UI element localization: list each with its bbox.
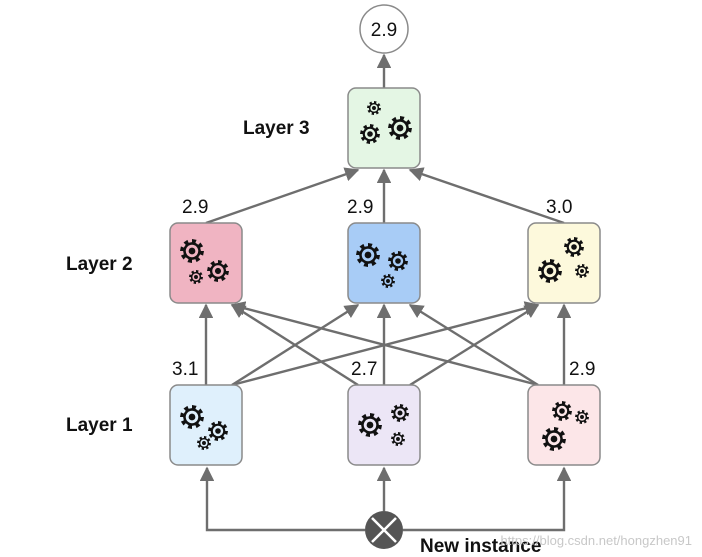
node-l2b (347, 222, 421, 304)
l2c-value: 3.0 (546, 197, 572, 218)
gears-icon (538, 237, 589, 283)
node-l2c (527, 222, 601, 304)
l1a-value: 3.1 (172, 359, 198, 380)
nodes (169, 87, 601, 466)
node-box (347, 87, 421, 169)
gears-icon (542, 401, 589, 451)
layer-1-label: Layer 1 (66, 415, 133, 436)
layer-3-label: Layer 3 (243, 118, 310, 139)
node-l1c (527, 384, 601, 466)
node-box (169, 222, 243, 304)
node-box (527, 384, 601, 466)
gears-icon (180, 239, 229, 284)
output-value: 2.9 (371, 20, 397, 41)
connections (198, 53, 572, 532)
gears-icon (180, 405, 228, 450)
l2c-to-l3 (408, 167, 565, 225)
cross-circle-icon (371, 517, 397, 543)
gears-icon (358, 404, 409, 446)
input-label: New instance (420, 536, 541, 557)
node-l2a (169, 222, 243, 304)
l2b-value: 2.9 (347, 197, 373, 218)
gears-icon (356, 243, 408, 288)
node-box (527, 222, 601, 304)
node-l1a (169, 384, 243, 466)
layer-2-label: Layer 2 (66, 254, 133, 275)
node-box (347, 222, 421, 304)
node-l3 (347, 87, 421, 169)
l2a-value: 2.9 (182, 197, 208, 218)
l2a-to-l3 (205, 167, 360, 225)
gears-icon (360, 101, 412, 144)
l1c-to-l2b (408, 303, 539, 387)
node-box (169, 384, 243, 466)
input-to-l1a (199, 466, 365, 532)
output-node: 2.9 (359, 4, 409, 54)
watermark: https://blog.csdn.net/hongzhen91 (500, 533, 692, 548)
l1b-value: 2.7 (351, 359, 377, 380)
node-l1b (347, 384, 421, 466)
input-node (365, 511, 403, 549)
input-to-l1c (403, 466, 572, 532)
l1c-value: 2.9 (569, 359, 595, 380)
l1b-to-l2a (230, 303, 359, 387)
l1c-to-l2a (230, 301, 539, 387)
